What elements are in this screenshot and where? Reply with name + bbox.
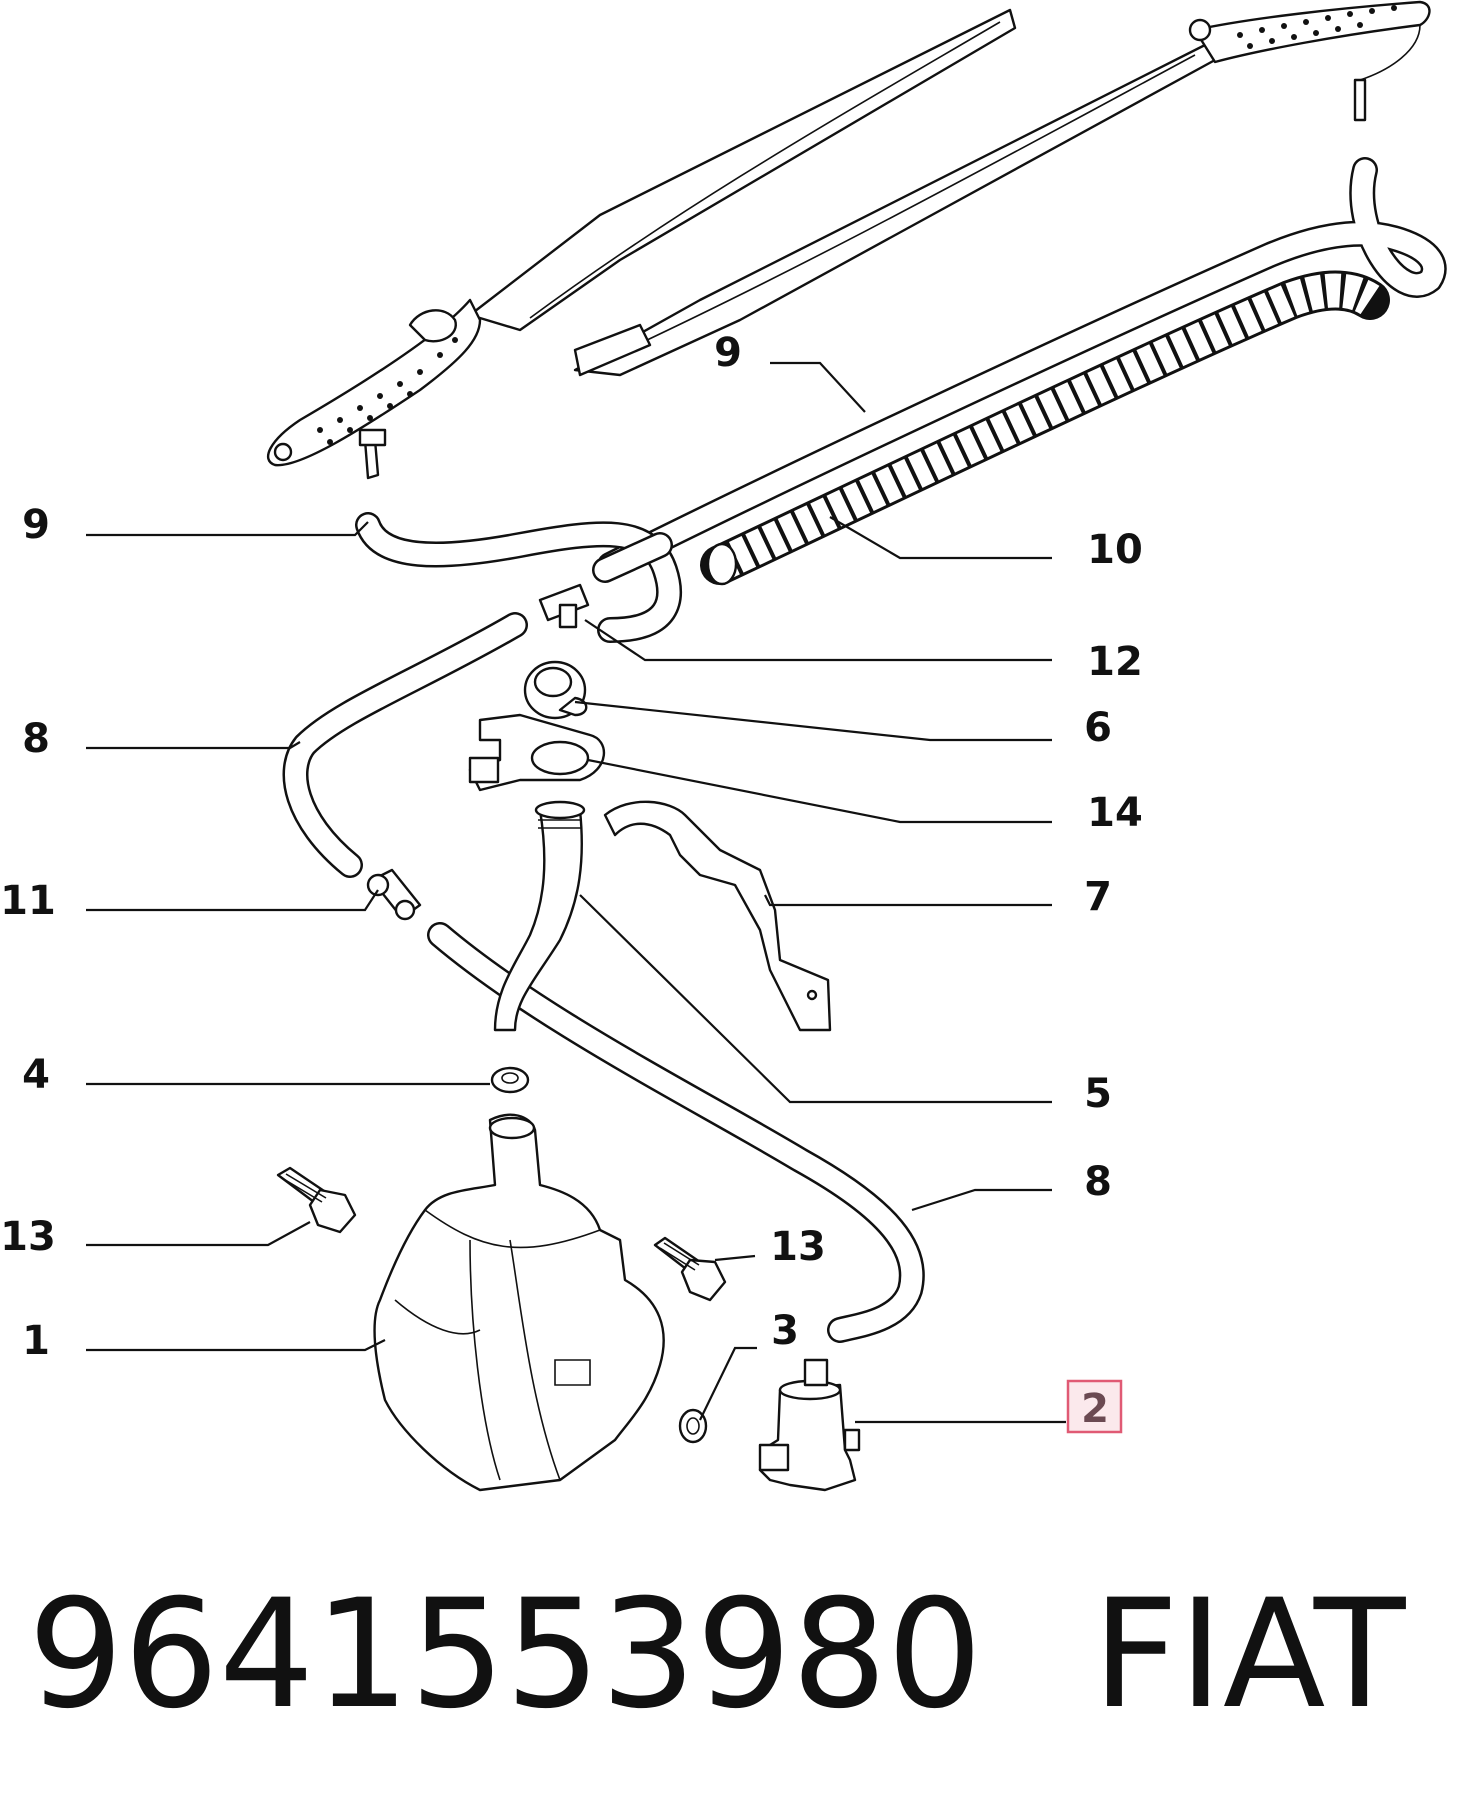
part-number: 9641553980 bbox=[28, 1568, 983, 1742]
corrugated-sleeve-10 bbox=[700, 270, 1390, 586]
callout-9-lower: 9 bbox=[22, 502, 50, 548]
callout-7: 7 bbox=[1084, 874, 1112, 920]
grommet-4 bbox=[490, 1066, 530, 1094]
callout-13-right: 13 bbox=[770, 1224, 826, 1270]
callout-labels: 9 9 10 12 6 8 14 11 7 4 5 8 13 13 1 3 2 bbox=[0, 330, 1143, 1432]
callout-3: 3 bbox=[771, 1308, 799, 1354]
callout-2: 2 bbox=[1081, 1386, 1109, 1432]
brand-name: FIAT bbox=[1092, 1568, 1406, 1742]
wiper-arm-right bbox=[573, 0, 1431, 377]
callout-8-right: 8 bbox=[1084, 1159, 1112, 1205]
bolt-13-right bbox=[653, 1236, 727, 1302]
leader-lines bbox=[86, 361, 1066, 1424]
t-connector-12 bbox=[538, 583, 590, 629]
callout-9-upper: 9 bbox=[714, 330, 742, 376]
bracket-7 bbox=[603, 800, 832, 1032]
callout-12: 12 bbox=[1087, 639, 1143, 685]
hose-8-right bbox=[427, 922, 925, 1343]
hose-9-upper bbox=[597, 157, 1447, 578]
hose-9-lower bbox=[355, 512, 683, 643]
callout-1: 1 bbox=[22, 1318, 50, 1364]
washer-pump-2 bbox=[758, 1358, 861, 1492]
callout-5: 5 bbox=[1084, 1071, 1112, 1117]
filler-neck-5 bbox=[493, 800, 586, 1032]
filler-cap-6 bbox=[523, 660, 588, 720]
footer-caption: 9641553980 FIAT bbox=[28, 1555, 1428, 1755]
seal-3 bbox=[678, 1408, 708, 1444]
wiper-arm-left bbox=[266, 8, 1017, 480]
callout-4: 4 bbox=[22, 1052, 50, 1098]
callout-8-left: 8 bbox=[22, 716, 50, 762]
reservoir-1 bbox=[373, 1113, 665, 1492]
callout-11: 11 bbox=[0, 878, 56, 924]
callout-13-left: 13 bbox=[0, 1214, 56, 1260]
bracket-14 bbox=[468, 713, 605, 792]
callout-14: 14 bbox=[1087, 790, 1143, 836]
highlight-box-item-2 bbox=[1066, 1379, 1123, 1434]
bolt-13-left bbox=[276, 1166, 357, 1234]
callout-6: 6 bbox=[1084, 705, 1112, 751]
connector-11 bbox=[366, 868, 422, 921]
callout-10: 10 bbox=[1087, 527, 1143, 573]
hose-8-left bbox=[282, 612, 528, 878]
